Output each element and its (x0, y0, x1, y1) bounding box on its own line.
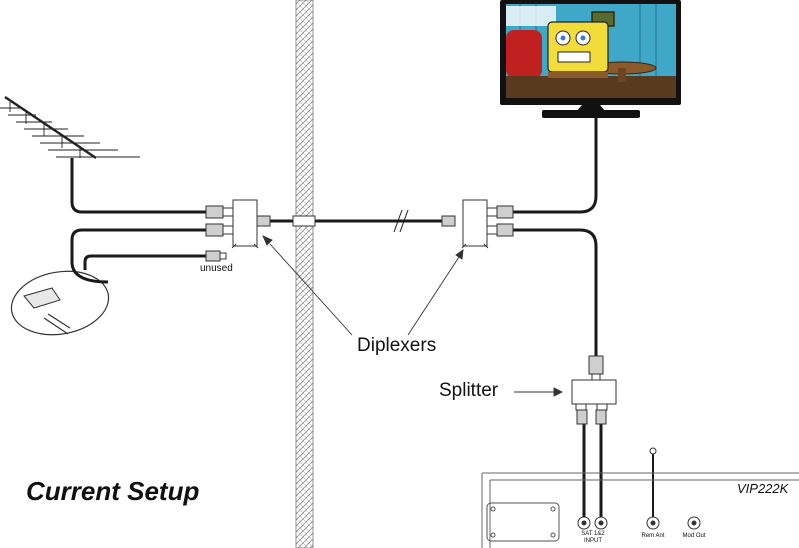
sat-input-port-label-line1: SAT 1&2 (581, 531, 605, 537)
wall (295, 0, 314, 548)
cable-break-mark (393, 209, 409, 233)
diagram-title: Current Setup (26, 476, 200, 506)
unused-label: unused (200, 263, 233, 274)
remote-antenna-port-label: Rem Ant (641, 533, 665, 539)
sat-input-port-label: SAT 1&2 INPUT (574, 531, 612, 545)
receiver-box (481, 472, 799, 548)
mod-out-port-label: Mod Out (682, 533, 706, 539)
receiver-vent-plate (486, 502, 560, 542)
receiver-model-label: VIP222K (737, 481, 789, 496)
diplexer-right (441, 199, 514, 249)
television-icon (500, 0, 681, 118)
callout-arrows (262, 235, 564, 397)
splitter-label: Splitter (439, 380, 499, 401)
coax-cables (70, 118, 654, 520)
receiver-port-jacks (577, 516, 701, 530)
sat-input-port-label-line2: INPUT (584, 538, 602, 544)
diplexers-label: Diplexers (357, 335, 437, 356)
unused-connector (205, 250, 227, 262)
yagi-antenna-icon (0, 96, 140, 159)
satellite-dish-icon (10, 270, 110, 336)
splitter (571, 355, 617, 425)
remote-antenna-stub (649, 447, 657, 455)
diplexer-left (205, 199, 271, 249)
wall-feedthrough (292, 215, 316, 227)
